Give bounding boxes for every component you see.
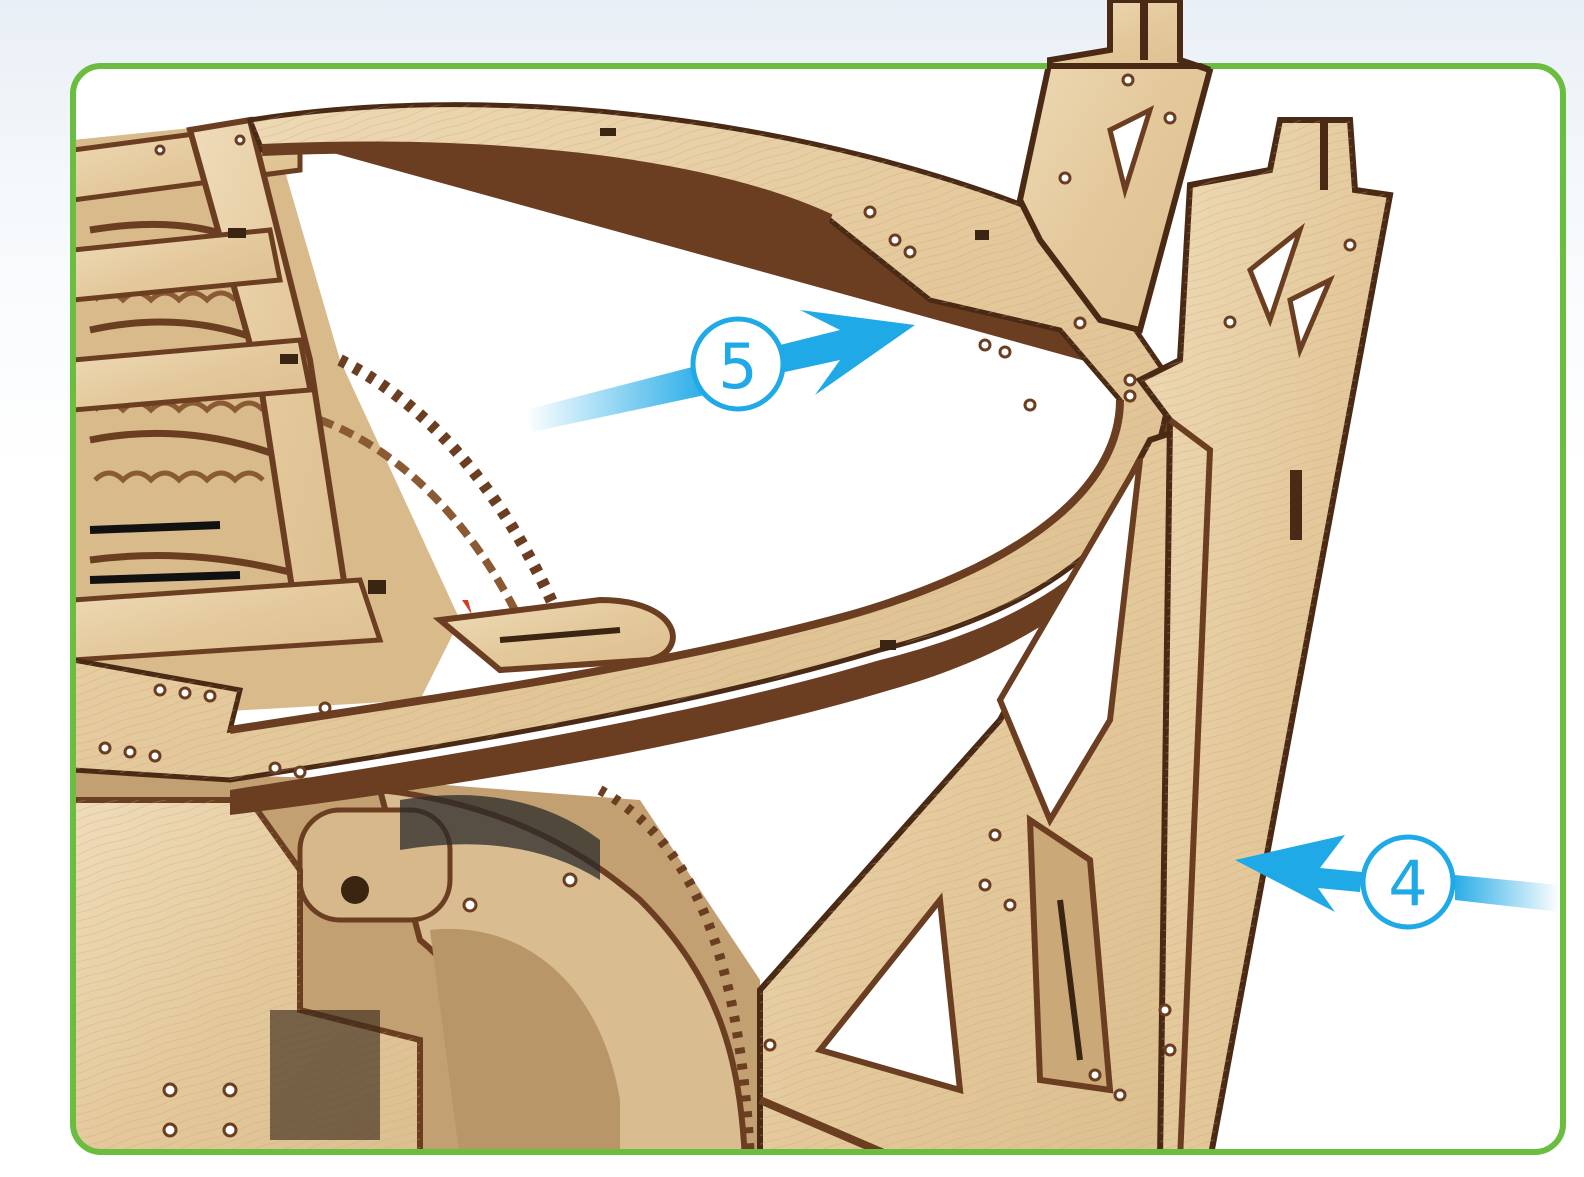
lower-mechanism	[73, 770, 760, 1160]
post-tops-above-frame	[1050, 0, 1210, 70]
callout-label-4: 4	[1388, 847, 1427, 920]
callout-label-5: 5	[718, 330, 757, 403]
